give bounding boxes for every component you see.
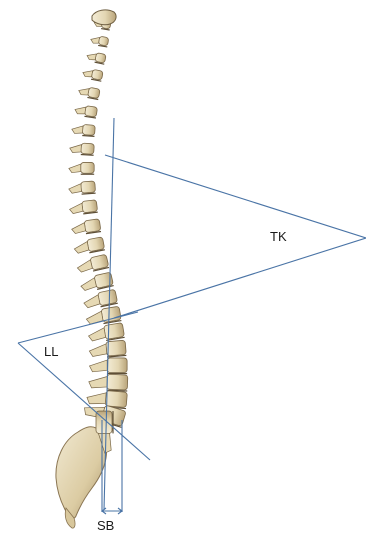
vertebral-column bbox=[68, 18, 128, 453]
spinous-process bbox=[69, 164, 81, 173]
spinous-process bbox=[82, 69, 92, 78]
intervertebral-disc bbox=[81, 154, 94, 155]
vertebral-body bbox=[82, 124, 95, 135]
vertebral-body bbox=[81, 162, 94, 173]
tk-upper-line bbox=[105, 155, 366, 238]
vertebral-body bbox=[91, 69, 103, 80]
ll-label: LL bbox=[44, 345, 58, 358]
vertebra bbox=[89, 374, 128, 391]
spinous-process bbox=[69, 203, 83, 214]
spinous-process bbox=[74, 106, 85, 115]
vertebra bbox=[69, 142, 94, 155]
spinous-process bbox=[89, 376, 108, 389]
vertebral-body bbox=[85, 106, 98, 117]
spinous-process bbox=[86, 311, 104, 324]
vertebra bbox=[68, 181, 95, 195]
spinous-process bbox=[80, 278, 97, 291]
vertebral-body bbox=[87, 237, 105, 252]
atlas-vertebra bbox=[92, 10, 116, 25]
spinous-process bbox=[73, 242, 89, 254]
spinous-process bbox=[86, 391, 106, 405]
spinous-process bbox=[89, 344, 107, 357]
spinous-process bbox=[83, 295, 100, 309]
vertebral-body bbox=[107, 358, 127, 373]
spinous-process bbox=[70, 144, 82, 153]
tk-lower-line bbox=[114, 238, 366, 318]
vertebra bbox=[90, 35, 109, 47]
vertebra bbox=[76, 254, 109, 274]
vertebral-body bbox=[88, 87, 101, 98]
vertebra bbox=[82, 68, 103, 82]
vertebral-body bbox=[104, 323, 125, 340]
vertebra bbox=[86, 51, 106, 64]
intervertebral-disc bbox=[82, 136, 94, 137]
spinous-process bbox=[90, 36, 99, 44]
vertebra bbox=[87, 323, 124, 344]
vertebral-body bbox=[106, 340, 126, 356]
vertebral-body bbox=[105, 391, 127, 408]
vertebra bbox=[69, 200, 98, 216]
tk-label: TK bbox=[270, 230, 287, 243]
vertebra bbox=[82, 289, 117, 310]
vertebral-body bbox=[81, 181, 96, 193]
vertebral-body bbox=[98, 36, 109, 46]
vertebral-body bbox=[84, 219, 101, 233]
vertebral-body bbox=[81, 143, 94, 154]
vertebra bbox=[73, 237, 105, 256]
vertebra bbox=[78, 85, 100, 99]
spinous-process bbox=[68, 184, 81, 194]
vertebra bbox=[71, 219, 101, 236]
spinous-process bbox=[88, 328, 106, 342]
vertebra bbox=[71, 124, 95, 137]
vertebral-body bbox=[107, 374, 128, 390]
spinous-process bbox=[71, 223, 86, 234]
vertebral-body bbox=[82, 200, 98, 213]
sb-label: SB bbox=[97, 519, 114, 532]
spinous-process bbox=[86, 52, 96, 61]
vertebra bbox=[69, 162, 94, 174]
vertebra bbox=[79, 272, 113, 293]
vertebra bbox=[74, 104, 97, 118]
spinous-process bbox=[76, 260, 92, 273]
sacrum bbox=[56, 427, 107, 519]
vertebra bbox=[85, 306, 121, 326]
vertebral-body bbox=[101, 306, 121, 322]
spinous-process bbox=[78, 87, 89, 96]
spinous-process bbox=[89, 360, 107, 372]
spinous-process bbox=[72, 125, 83, 134]
